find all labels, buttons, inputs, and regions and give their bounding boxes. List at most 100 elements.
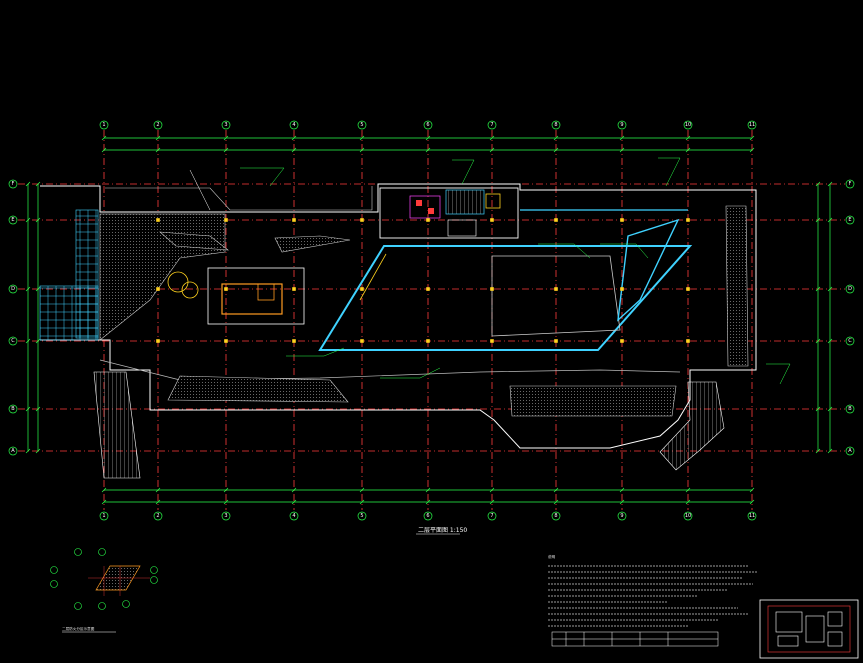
plan-title: 二层平面图 1:150 [416, 527, 467, 535]
dimension-tick [489, 499, 495, 505]
svg-text:1: 1 [102, 513, 105, 519]
dimension-tick [553, 487, 559, 493]
svg-text:7: 7 [490, 513, 493, 519]
svg-text:F: F [849, 181, 852, 187]
column [360, 218, 364, 222]
svg-text:2: 2 [156, 513, 159, 519]
dimension-tick [553, 135, 559, 141]
dimension-tick [25, 448, 31, 454]
grid-bubble: 8 [551, 120, 561, 130]
grid-bubble: 3 [221, 511, 231, 521]
dimension-tick [827, 286, 833, 292]
grid-bubble: 8 [551, 511, 561, 521]
planting-areas [99, 205, 749, 417]
grid-bubbles-left: F E D C B A [8, 179, 18, 456]
column [224, 339, 228, 343]
svg-text:10: 10 [685, 513, 691, 519]
grid-bubble: 10 [683, 120, 693, 130]
dimension-tick [155, 487, 161, 493]
column [620, 339, 624, 343]
dimension-tick [619, 135, 625, 141]
grid-bubble: 9 [617, 511, 627, 521]
svg-text:6: 6 [426, 122, 429, 128]
svg-text:B: B [848, 406, 852, 412]
svg-text:11: 11 [749, 513, 755, 519]
column [490, 287, 494, 291]
dimension-tick [749, 487, 755, 493]
column [360, 287, 364, 291]
column [620, 218, 624, 222]
svg-text:C: C [848, 338, 852, 344]
svg-text:C: C [11, 338, 15, 344]
grid-bubble: 9 [617, 120, 627, 130]
column [360, 339, 364, 343]
grid-bubble: A [845, 446, 855, 456]
dimension-tick [223, 147, 229, 153]
dimension-tick [101, 135, 107, 141]
dimension-tick [425, 499, 431, 505]
grid-bubbles-top: 1 2 3 4 5 6 7 8 9 10 11 [99, 120, 757, 130]
svg-text:10: 10 [685, 122, 691, 128]
dimension-tick [685, 135, 691, 141]
grid-bubbles-right: F E D C B A [845, 179, 855, 456]
dimension-tick [155, 135, 161, 141]
column [686, 218, 690, 222]
grid-bubble: 7 [487, 120, 497, 130]
svg-text:2: 2 [156, 122, 159, 128]
grid-bubble: B [8, 404, 18, 414]
dimension-tick [619, 147, 625, 153]
grid-bubble: 11 [747, 511, 757, 521]
column [686, 339, 690, 343]
dimension-tick [749, 135, 755, 141]
svg-text:8: 8 [554, 122, 557, 128]
svg-text:B: B [11, 406, 15, 412]
grid-bubble: 4 [289, 511, 299, 521]
dimension-tick [827, 181, 833, 187]
svg-text:9: 9 [620, 122, 623, 128]
column [620, 287, 624, 291]
grid-bubble: 5 [357, 511, 367, 521]
building-outline [40, 183, 757, 449]
column [292, 218, 296, 222]
dimension-tick [815, 338, 821, 344]
column [156, 287, 160, 291]
dimension-tick [101, 487, 107, 493]
dimension-tick [425, 135, 431, 141]
dimension-tick [815, 406, 821, 412]
dimension-tick [291, 499, 297, 505]
central-hall [318, 209, 693, 351]
grid-bubble: 3 [221, 120, 231, 130]
svg-text:4: 4 [292, 122, 295, 128]
dimension-tick [155, 499, 161, 505]
dimension-tick [291, 487, 297, 493]
grid-bubble: E [8, 215, 18, 225]
column [426, 218, 430, 222]
dimension-tick [359, 487, 365, 493]
grid-bubble: 2 [153, 120, 163, 130]
grid-bubble: 1 [99, 511, 109, 521]
svg-text:5: 5 [360, 122, 363, 128]
svg-text:9: 9 [620, 513, 623, 519]
svg-text:4: 4 [292, 513, 295, 519]
svg-text:7: 7 [490, 122, 493, 128]
dimension-tick [35, 181, 41, 187]
grid-bubble: 2 [153, 511, 163, 521]
keymap-title: 二层防火分区示意图 [62, 626, 95, 631]
column [224, 218, 228, 222]
dimension-tick [25, 217, 31, 223]
grid-bubble: E [845, 215, 855, 225]
dimension-tick [827, 448, 833, 454]
dimension-tick [815, 217, 821, 223]
grid-bubble: 10 [683, 511, 693, 521]
grid-bubbles-bottom: 1 2 3 4 5 6 7 8 9 10 11 [99, 511, 757, 521]
column [686, 287, 690, 291]
columns [156, 218, 690, 343]
column [490, 218, 494, 222]
dimension-tick [291, 135, 297, 141]
dimension-tick [619, 499, 625, 505]
dimension-tick [489, 147, 495, 153]
svg-text:6: 6 [426, 513, 429, 519]
dimension-tick [35, 217, 41, 223]
dimension-tick [223, 499, 229, 505]
